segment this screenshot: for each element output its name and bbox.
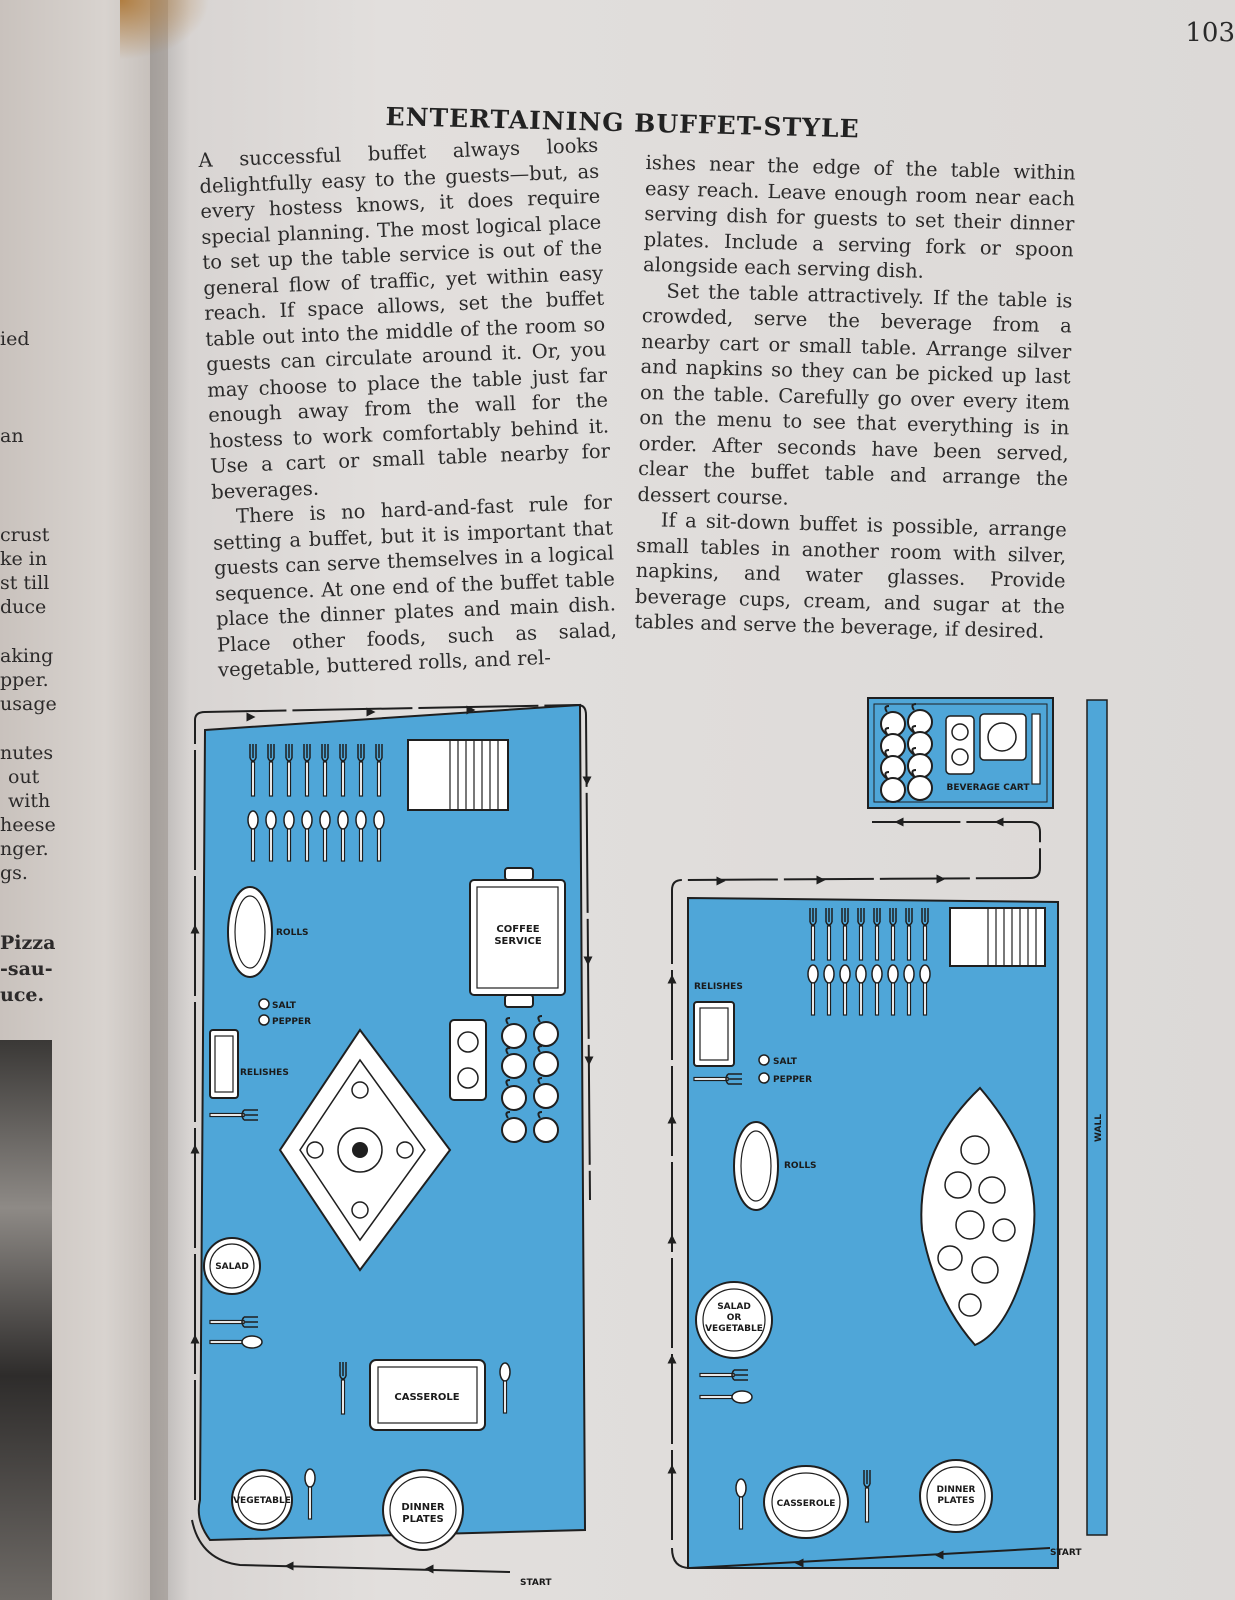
left-fragment: duce: [0, 596, 47, 618]
salt-label: SALT: [272, 1001, 297, 1011]
relishes-dish-right: RELISHES: [693, 982, 743, 1085]
buffet-table-right: [687, 896, 1059, 1569]
left-fragment: out: [8, 766, 40, 788]
salad-label: OR: [727, 1313, 742, 1323]
salad-vegetable-bowl-right: SALAD OR VEGETABLE: [695, 1281, 773, 1404]
napkins-icon: [949, 907, 1046, 967]
rolls-label: ROLLS: [784, 1161, 817, 1171]
dinner-plates-label: PLATES: [937, 1496, 974, 1506]
diagram-right: WALL BEVERAGE CART: [667, 697, 1108, 1570]
left-fragment: with: [8, 790, 51, 812]
traffic-path-right: [671, 821, 1041, 1540]
left-fragment: usage: [0, 693, 57, 715]
salt-shaker-right: SALT: [758, 1054, 798, 1067]
left-fragment: ke in: [0, 548, 48, 570]
wall-strip: [1086, 699, 1108, 1536]
casserole-dish-right: CASSEROLE: [735, 1465, 871, 1539]
traffic-path-start-left: [191, 1519, 511, 1573]
left-fragment: gs.: [0, 862, 28, 884]
pepper-shaker-left: PEPPER: [258, 1014, 311, 1027]
pepper-label: PEPPER: [272, 1017, 311, 1027]
left-fragment: -sau-: [0, 958, 53, 980]
left-fragment: nutes: [0, 742, 54, 764]
left-fragment: uce.: [0, 984, 45, 1006]
rolls-dish-right: ROLLS: [733, 1121, 817, 1211]
fruit-centerpiece-right: [920, 1086, 1036, 1347]
left-page: ied an crust ke in st till duce aking pp…: [0, 0, 175, 1600]
start-label-right: START: [1050, 1548, 1082, 1558]
relishes-dish-left: RELISHES: [209, 1029, 289, 1121]
traffic-path-left: [194, 703, 591, 1500]
left-page-photo: [0, 1040, 52, 1600]
wall-label: WALL: [1094, 1114, 1104, 1142]
left-fragment: aking: [0, 645, 54, 667]
salt-shaker-left: SALT: [258, 998, 297, 1011]
pepper-shaker-right: PEPPER: [758, 1072, 812, 1085]
dinner-plates-label: DINNER: [401, 1502, 445, 1513]
vegetable-label: VEGETABLE: [233, 1496, 291, 1506]
relishes-label: RELISHES: [694, 982, 743, 992]
beverage-cart-label: BEVERAGE CART: [947, 783, 1031, 793]
beverage-cart: BEVERAGE CART: [867, 697, 1054, 809]
rolls-dish-left: ROLLS: [227, 886, 309, 978]
diagram-left: START: [190, 703, 594, 1588]
salt-label: SALT: [773, 1057, 798, 1067]
coffee-service-label: SERVICE: [494, 936, 542, 947]
book-gutter: [150, 0, 190, 1600]
dinner-plates-label: PLATES: [402, 1514, 444, 1525]
coffee-service-tray: COFFEE SERVICE: [469, 867, 566, 1008]
start-label-left: START: [520, 1578, 552, 1588]
dinner-plates-left: DINNER PLATES: [382, 1469, 464, 1551]
left-fragment: heese: [0, 814, 56, 836]
salad-label: SALAD: [215, 1262, 249, 1272]
salad-label: SALAD: [717, 1302, 751, 1312]
salad-label: VEGETABLE: [705, 1324, 763, 1334]
left-fragment: nger.: [0, 838, 49, 860]
vegetable-dish-left: VEGETABLE: [231, 1468, 316, 1531]
rolls-label: ROLLS: [276, 928, 309, 938]
coffee-service-label: COFFEE: [496, 924, 539, 935]
cup-saucer-set-left: [449, 1015, 559, 1143]
salad-bowl-left: SALAD: [203, 1237, 263, 1349]
page-number: 103: [1185, 18, 1235, 48]
left-fragment: Pizza: [0, 932, 56, 954]
traffic-path-start-right: [671, 1547, 1051, 1570]
dinner-plates-right: DINNER PLATES: [919, 1459, 993, 1533]
centerpiece-left: [278, 1028, 452, 1272]
left-fragment: st till: [0, 572, 50, 594]
casserole-label: CASSEROLE: [777, 1499, 836, 1509]
pepper-label: PEPPER: [773, 1075, 812, 1085]
casserole-dish-left: CASSEROLE: [339, 1359, 511, 1431]
left-fragment: an: [0, 425, 24, 447]
napkins-icon: [407, 739, 509, 811]
left-fragment: ied: [0, 328, 30, 350]
dinner-plates-label: DINNER: [937, 1485, 976, 1495]
left-fragment: crust: [0, 524, 50, 546]
page-corner-shadow: [120, 0, 210, 60]
left-fragment: pper.: [0, 669, 49, 691]
relishes-label: RELISHES: [240, 1068, 289, 1078]
casserole-label: CASSEROLE: [394, 1392, 459, 1403]
